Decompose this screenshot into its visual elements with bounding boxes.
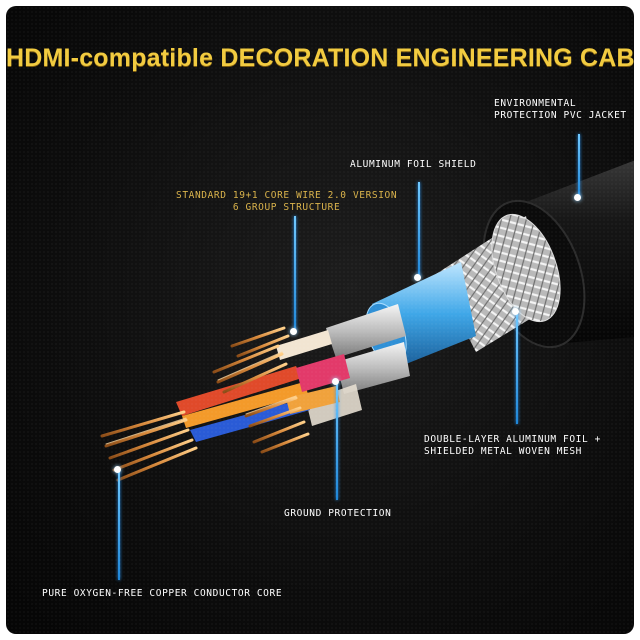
core-wire-label: STANDARD 19+1 CORE WIRE 2.0 VERSION 6 GR… [176, 190, 398, 213]
conductor-label: PURE OXYGEN-FREE COPPER CONDUCTOR CORE [42, 588, 283, 599]
jacket-leader-dot [574, 194, 581, 201]
conductor-leader-line [118, 470, 120, 580]
ground-leader-dot [332, 378, 339, 385]
ground-leader-line [336, 382, 338, 500]
conductor-leader-dot [114, 466, 121, 473]
core-wire-leader-line [294, 216, 296, 332]
shielded-pairs [306, 304, 410, 426]
foil-label: ALUMINUM FOIL SHIELD [350, 159, 477, 170]
copper-strands [100, 326, 310, 482]
mesh-leader-line [516, 312, 518, 424]
mesh-label: DOUBLE-LAYER ALUMINUM FOIL + SHIELDED ME… [424, 434, 601, 457]
core-wire-leader-dot [290, 328, 297, 335]
foil-leader-line [418, 182, 420, 278]
jacket-label: ENVIRONMENTAL PROTECTION PVC JACKET [494, 98, 627, 121]
ground-label: GROUND PROTECTION [284, 508, 392, 519]
page-title: HDMI-compatible DECORATION ENGINEERING C… [6, 44, 634, 72]
foil-leader-dot [414, 274, 421, 281]
cable-illustration [100, 160, 634, 482]
mesh-leader-dot [512, 308, 519, 315]
colored-insulation [176, 330, 350, 442]
jacket-leader-line [578, 134, 580, 198]
product-image-frame: HDMI-compatible DECORATION ENGINEERING C… [6, 6, 634, 634]
